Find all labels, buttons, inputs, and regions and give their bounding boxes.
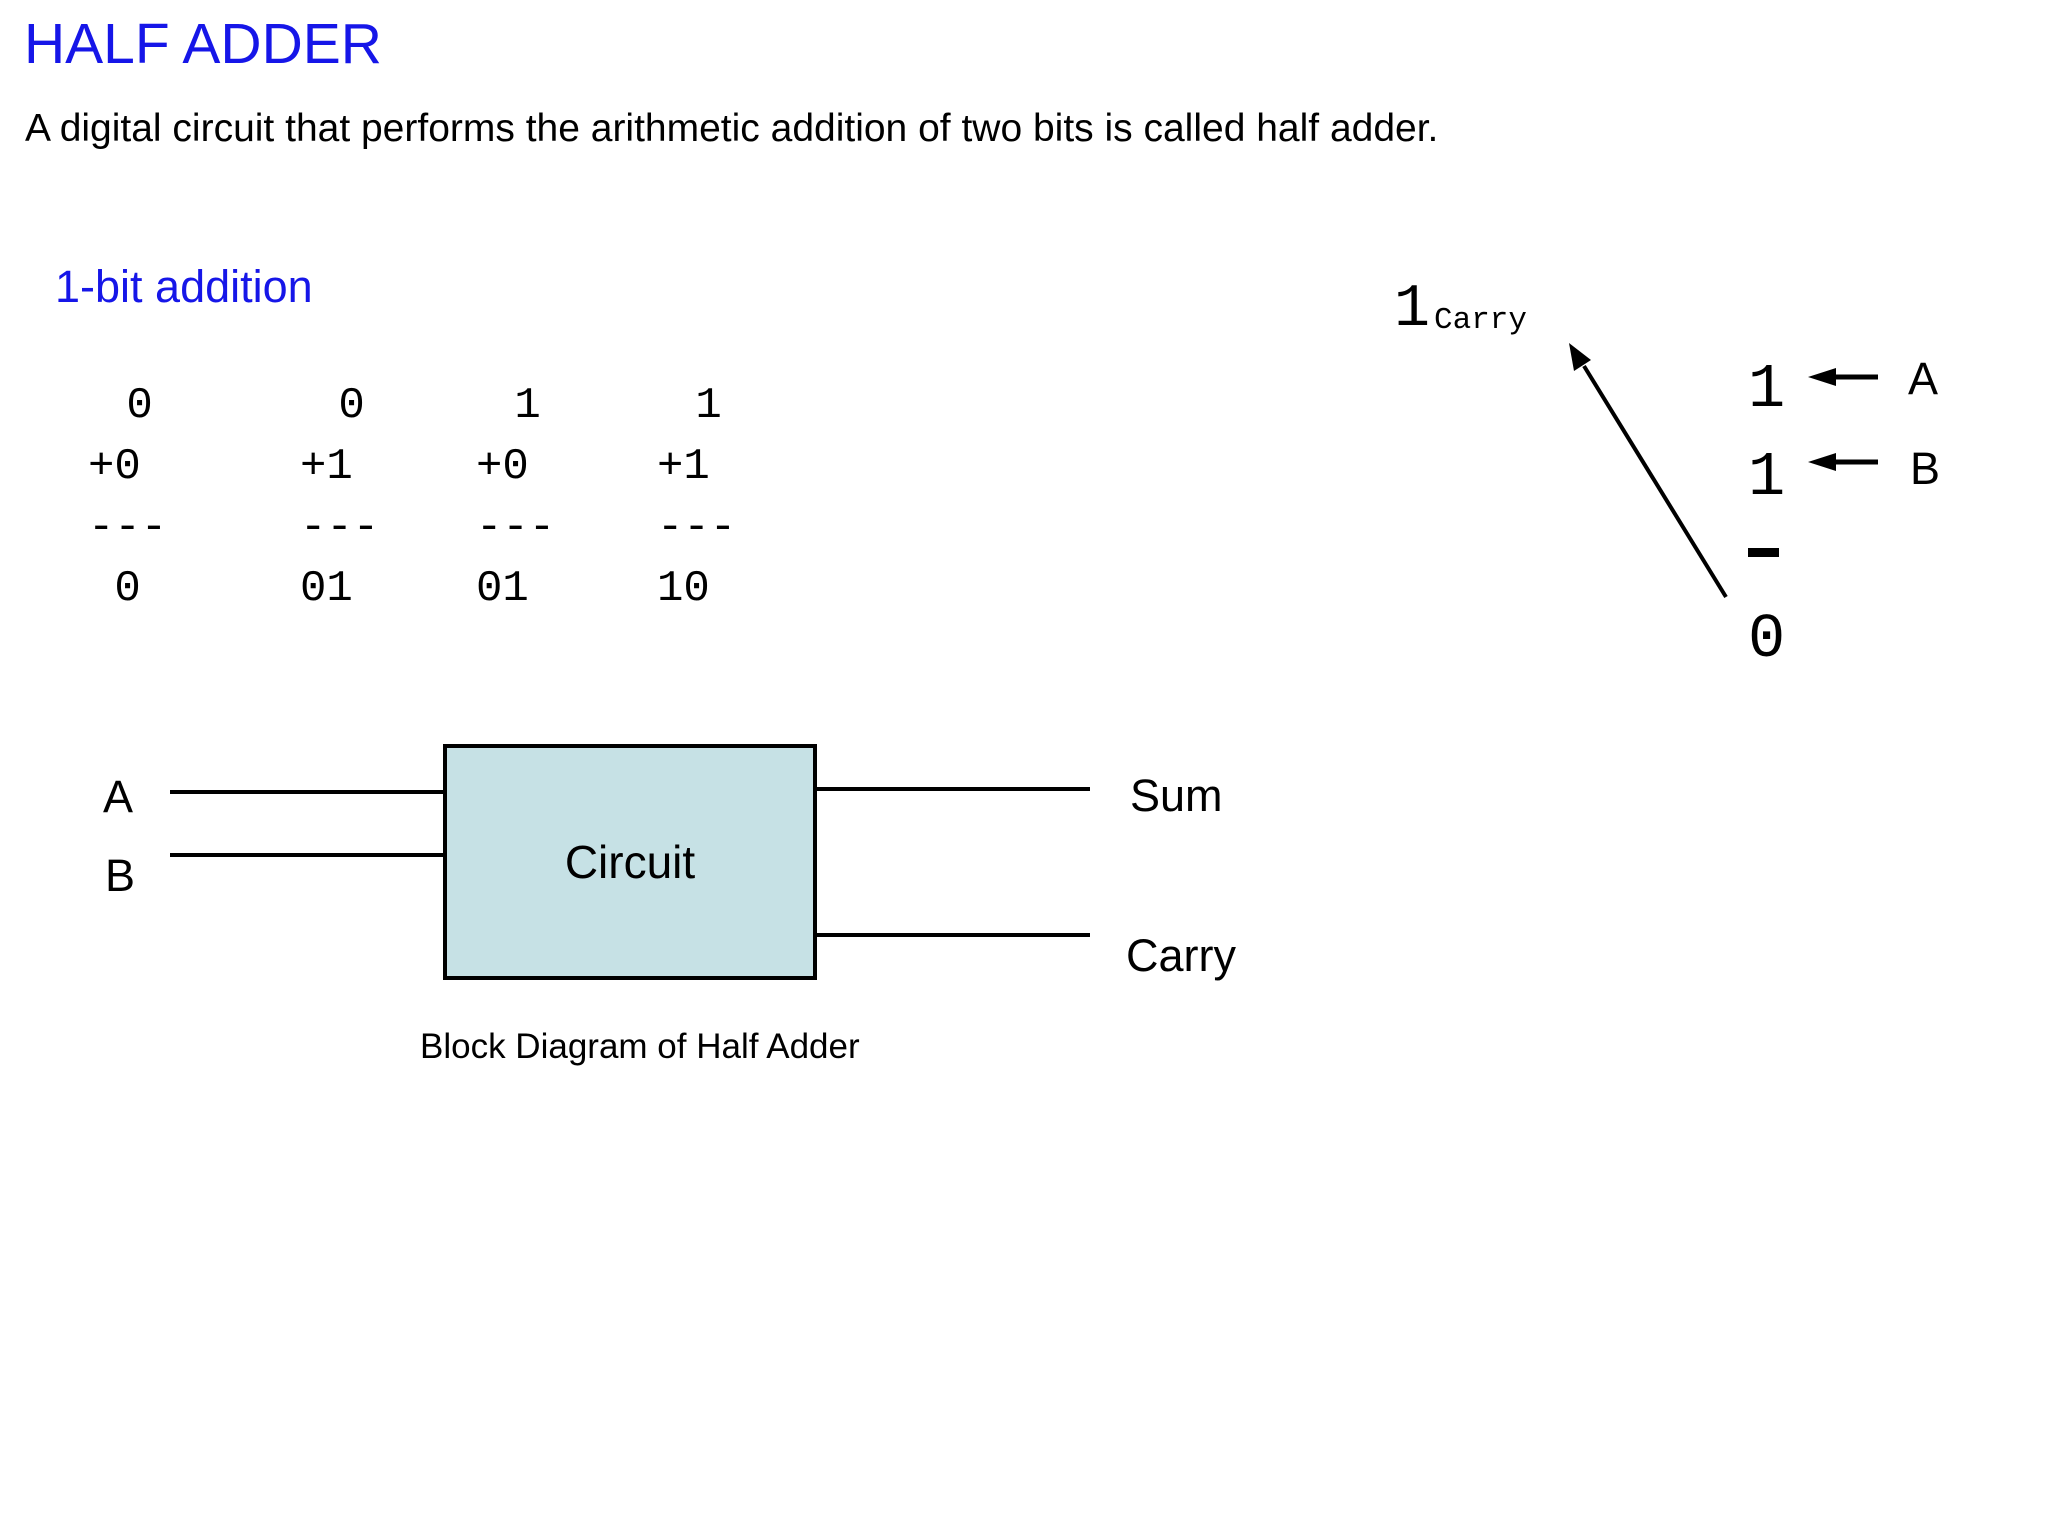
input-b-wire (170, 853, 444, 857)
carry-arrow (1569, 343, 1728, 599)
operand-top: 1 (488, 381, 541, 431)
section-heading: 1-bit addition (55, 261, 313, 312)
addition-example-1-plus-1: 1 +1 --- 10 (657, 376, 736, 620)
operand-bottom: +0 (88, 442, 141, 492)
operand-bottom: +1 (300, 442, 353, 492)
operand-top: 0 (312, 381, 365, 431)
input-a-arrow (1808, 368, 1878, 386)
diagram-input-b-label: B (105, 850, 136, 901)
result: 01 (300, 564, 353, 614)
operand-top: 0 (100, 381, 153, 431)
input-b-arrow (1808, 453, 1878, 471)
sum-rule-bar (1748, 548, 1779, 557)
result: 10 (657, 564, 710, 614)
input-a-wire (170, 790, 444, 794)
circuit-box-label: Circuit (564, 836, 696, 888)
input-b-label: B (1910, 443, 1941, 494)
definition-text: A digital circuit that performs the arit… (25, 107, 1439, 150)
addition-example-1-plus-0: 1 +0 --- 01 (476, 376, 555, 620)
result: 01 (476, 564, 529, 614)
diagram-input-a-label: A (103, 771, 134, 822)
carry-digit: 1 (1394, 276, 1431, 344)
carry-label: Carry (1434, 303, 1528, 338)
rule-dashes: --- (300, 503, 380, 553)
carry-output-wire (815, 933, 1090, 937)
addition-example-0-plus-1: 0 +1 --- 01 (300, 376, 379, 620)
circuit-box: Circuit (443, 744, 817, 980)
result: 0 (88, 564, 141, 614)
sum-output-label: Sum (1130, 770, 1223, 821)
operand-b-bit: 1 (1748, 442, 1786, 513)
carry-output-label: Carry (1126, 930, 1236, 981)
operand-bottom: +1 (657, 442, 710, 492)
operand-top: 1 (669, 381, 722, 431)
rule-dashes: --- (476, 503, 556, 553)
operand-bottom: +0 (476, 442, 529, 492)
rule-dashes: --- (88, 503, 168, 553)
sum-result-bit: 0 (1748, 604, 1786, 675)
page-title: HALF ADDER (24, 12, 382, 76)
diagram-caption: Block Diagram of Half Adder (420, 1027, 860, 1066)
sum-output-wire (815, 787, 1090, 791)
input-a-label: A (1908, 353, 1939, 404)
rule-dashes: --- (657, 503, 737, 553)
addition-example-0-plus-0: 0 +0 --- 0 (88, 376, 167, 620)
operand-a-bit: 1 (1748, 354, 1786, 425)
